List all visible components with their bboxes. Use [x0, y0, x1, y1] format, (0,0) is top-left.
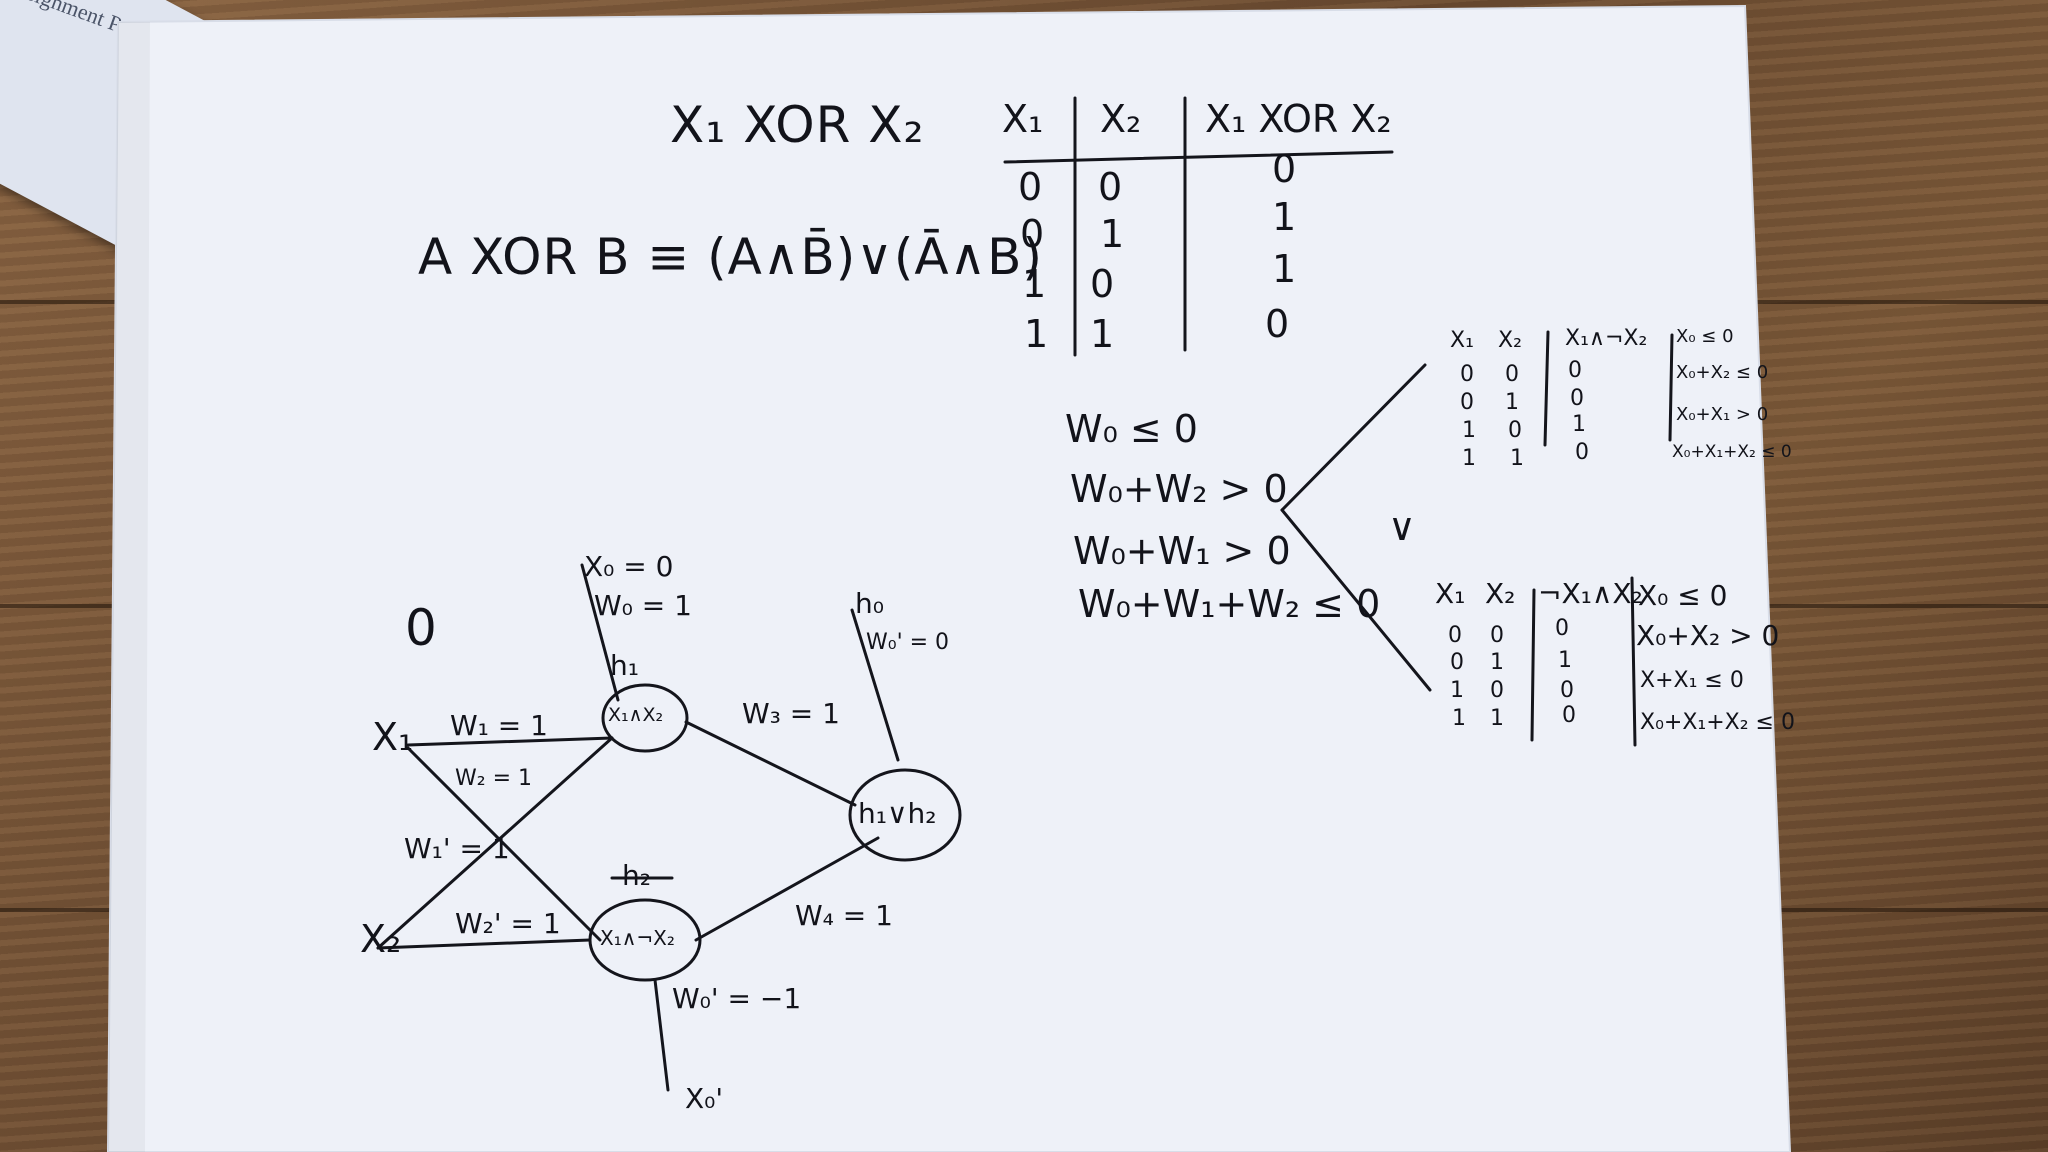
table-not-and-cell: 0	[1562, 703, 1576, 728]
weight-w2-prime: W₂' = 1	[455, 907, 561, 940]
table-and-not-cell: 1	[1572, 412, 1586, 437]
weight-w2: W₂ = 1	[455, 766, 532, 791]
table-and-not-header: X₁∧¬X₂	[1565, 326, 1648, 351]
truth-table-cell: 1	[1022, 262, 1047, 306]
h1-label: h₁	[610, 649, 639, 682]
table-and-not-header: X₁	[1450, 328, 1474, 353]
condition-line: W₀+W₁+W₂ ≤ 0	[1078, 582, 1381, 626]
bias-input-label: X₀ = 0	[584, 550, 674, 583]
truth-table-header-xor: X₁ XOR X₂	[1205, 97, 1392, 141]
h2-node-text: X₁∧¬X₂	[600, 926, 675, 950]
truth-table-header-x2: X₂	[1100, 97, 1142, 141]
truth-table-cell: 0	[1098, 165, 1123, 209]
truth-table-header-x1: X₁	[1002, 97, 1044, 141]
table-not-and-cell: 1	[1558, 648, 1572, 673]
table-not-and-constraint: X+X₁ ≤ 0	[1640, 668, 1744, 693]
table-and-not-constraint: X₀+X₁ > 0	[1676, 404, 1769, 425]
table-not-and-cell: 0	[1560, 678, 1574, 703]
bias-weight-label: W₀ = 1	[594, 589, 692, 622]
weight-w3: W₃ = 1	[742, 697, 840, 730]
truth-table-cell: 1	[1024, 312, 1049, 356]
table-and-not-cell: 0	[1575, 440, 1589, 465]
table-and-not-cell: 1	[1505, 390, 1519, 415]
table-not-and-header: ¬X₁∧X₂	[1538, 577, 1643, 610]
table-and-not-cell: 0	[1460, 362, 1474, 387]
table-and-not-cell: 0	[1460, 390, 1474, 415]
table-and-not-cell: 0	[1568, 358, 1582, 383]
table-and-not-header: X₂	[1498, 328, 1522, 353]
table-and-not-cell: 1	[1462, 446, 1476, 471]
bias-h2-weight: W₀' = −1	[672, 982, 802, 1015]
table-not-and-constraint: X₀+X₂ > 0	[1636, 619, 1780, 652]
table-and-not-constraint: X₀+X₁+X₂ ≤ 0	[1672, 442, 1792, 462]
table-and-not-cell: 1	[1510, 446, 1524, 471]
condition-line: W₀+W₂ > 0	[1070, 467, 1288, 511]
or-symbol: ∨	[1388, 505, 1416, 549]
truth-table-cell: 0	[1265, 302, 1290, 346]
xor-equivalence: A XOR B ≡ (A∧B̄)∨(Ā∧B)	[418, 228, 1043, 286]
input-x2-label: X₂	[360, 917, 402, 961]
table-not-and-constraint: X₀ ≤ 0	[1638, 579, 1728, 612]
table-not-and-constraint: X₀+X₁+X₂ ≤ 0	[1640, 710, 1795, 735]
output-bias-label: h₀	[855, 587, 884, 620]
input-x1-label: X₁	[372, 715, 414, 759]
table-not-and-header: X₂	[1485, 577, 1516, 610]
zero-label: 0	[405, 599, 438, 657]
output-bias-weight: W₀' = 0	[866, 630, 950, 655]
table-and-not-constraint: X₀+X₂ ≤ 0	[1676, 362, 1769, 383]
truth-table-cell: 0	[1272, 147, 1297, 191]
table-not-and-cell: 0	[1450, 650, 1464, 675]
table-and-not-cell: 0	[1570, 386, 1584, 411]
table-not-and-cell: 1	[1450, 678, 1464, 703]
truth-table-cell: 1	[1272, 247, 1297, 291]
output-node-text: h₁∨h₂	[858, 797, 937, 830]
truth-table-cell: 0	[1018, 165, 1043, 209]
truth-table-cell: 0	[1020, 212, 1045, 256]
table-not-and-header: X₁	[1435, 577, 1466, 610]
table-and-not-cell: 1	[1462, 418, 1476, 443]
table-and-not-constraint: X₀ ≤ 0	[1676, 326, 1734, 347]
table-not-and-cell: 1	[1490, 650, 1504, 675]
table-and-not-cell: 0	[1505, 362, 1519, 387]
truth-table-cell: 1	[1100, 212, 1125, 256]
h1-node-text: X₁∧X₂	[608, 704, 664, 726]
weight-w1-prime: W₁' = 1	[404, 832, 510, 865]
table-not-and-cell: 0	[1555, 616, 1569, 641]
table-not-and-cell: 0	[1490, 678, 1504, 703]
table-not-and-cell: 1	[1490, 706, 1504, 731]
weight-w4: W₄ = 1	[795, 899, 893, 932]
condition-line: W₀ ≤ 0	[1065, 407, 1198, 451]
table-not-and-cell: 0	[1448, 623, 1462, 648]
table-not-and-cell: 1	[1452, 706, 1466, 731]
condition-line: W₀+W₁ > 0	[1073, 529, 1291, 573]
truth-table-cell: 1	[1090, 312, 1115, 356]
truth-table-cell: 1	[1272, 195, 1297, 239]
h2-label: h₂	[622, 859, 651, 892]
bias-h2-input: X₀'	[685, 1082, 724, 1115]
title-xor: X₁ XOR X₂	[670, 96, 925, 154]
truth-table-cell: 0	[1090, 262, 1115, 306]
table-and-not-cell: 0	[1508, 418, 1522, 443]
weight-w1: W₁ = 1	[450, 709, 548, 742]
table-not-and-cell: 0	[1490, 623, 1504, 648]
